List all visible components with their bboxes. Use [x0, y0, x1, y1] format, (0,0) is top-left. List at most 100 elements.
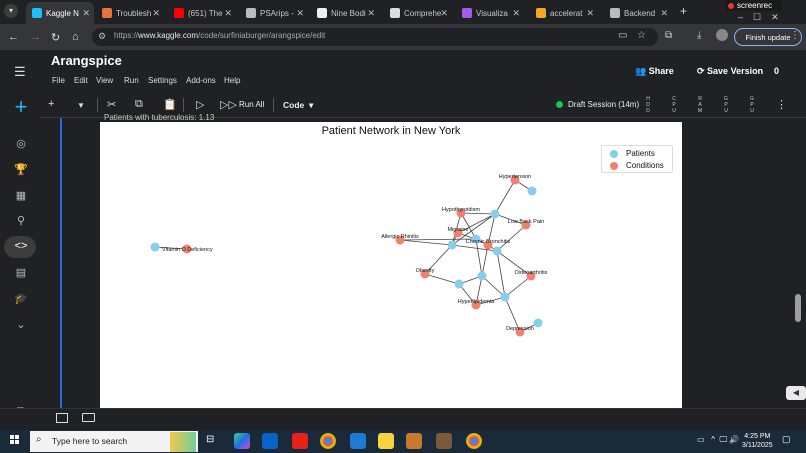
menu-item-run[interactable]: Run [124, 76, 139, 85]
profile-avatar[interactable] [716, 29, 728, 41]
run-all-icon[interactable]: ▷▷ [220, 99, 237, 111]
browser-tab[interactable]: (651) The✕ [168, 2, 236, 24]
tab-close-icon[interactable]: ✕ [586, 7, 594, 18]
url-field[interactable] [92, 28, 658, 46]
vertical-scrollbar[interactable] [795, 294, 801, 322]
more-options-icon[interactable]: ⋮ [776, 99, 787, 111]
bookmark-star-icon[interactable]: ☆ [637, 30, 646, 41]
tab-close-icon[interactable]: ✕ [152, 7, 160, 18]
tab-close-icon[interactable]: ✕ [512, 7, 520, 18]
condition-label: Vitamin D Deficiency [162, 247, 213, 253]
notifications-icon[interactable]: ▢ [782, 434, 791, 444]
browser-tab[interactable]: Kaggle N✕ [26, 2, 94, 24]
graph-edge [424, 244, 453, 275]
browser-tab[interactable]: Backend✕ [604, 2, 672, 24]
tab-close-icon[interactable]: ✕ [660, 7, 668, 18]
resource-meter[interactable]: H D D [646, 96, 650, 114]
cell-type-select[interactable]: Code ▾ [283, 100, 313, 111]
download-icon[interactable]: ⤓ [697, 30, 702, 41]
browser-tab[interactable]: Visualiza✕ [456, 2, 524, 24]
run-cell-icon[interactable]: ▷ [196, 99, 205, 111]
copy-icon[interactable]: ⧉ [135, 98, 143, 110]
notebook-title[interactable]: Arangspice [51, 53, 122, 68]
condition-node [395, 235, 405, 245]
session-status[interactable]: Draft Session (14m) [556, 100, 639, 109]
run-all-button[interactable]: Run All [239, 100, 265, 109]
menu-item-view[interactable]: View [96, 76, 114, 85]
taskbar-search[interactable] [30, 431, 198, 452]
chrome-icon[interactable] [320, 433, 336, 449]
comments-icon[interactable]: ▤ [15, 267, 27, 279]
youtube-icon[interactable] [292, 433, 308, 449]
system-tray[interactable]: ▭ ^ 🖵 🔊 [697, 435, 739, 445]
resource-meter[interactable]: G P U [750, 96, 754, 114]
share-label: Share [648, 66, 674, 76]
menu-item-edit[interactable]: Edit [74, 76, 88, 85]
finish-update-button[interactable]: Finish update [734, 28, 802, 46]
learn-icon[interactable]: 🎓 [14, 293, 28, 305]
site-info-icon[interactable]: ⚙ [98, 31, 107, 41]
copilot-icon[interactable] [234, 433, 250, 449]
menu-item-help[interactable]: Help [224, 76, 241, 85]
cast-icon[interactable]: ▭ [618, 30, 628, 41]
condition-node [510, 175, 520, 185]
new-tab-button[interactable]: + [680, 4, 688, 18]
tab-close-icon[interactable]: ✕ [440, 7, 448, 18]
add-cell-icon[interactable]: + [48, 98, 55, 110]
home-icon[interactable]: ⌂ [72, 31, 79, 43]
resource-meter[interactable]: C P U [672, 96, 676, 114]
browser-menu-icon[interactable]: ⋮ [790, 30, 800, 41]
winrar-icon[interactable] [406, 433, 422, 449]
models-icon[interactable]: ⚲ [16, 215, 26, 227]
console-icon[interactable] [56, 413, 68, 423]
tab-close-icon[interactable]: ✕ [296, 7, 304, 18]
window-controls[interactable]: –☐✕ [738, 12, 789, 22]
trophy-icon[interactable]: 🏆 [14, 164, 28, 176]
share-button[interactable]: 👥 Share [635, 66, 674, 77]
tab-close-icon[interactable]: ✕ [367, 7, 375, 18]
paste-icon[interactable]: 📋 [163, 99, 177, 111]
outlook-icon[interactable] [262, 433, 278, 449]
task-view-icon[interactable]: ⊟ [206, 434, 215, 445]
browser-tab[interactable]: Troublesh✕ [96, 2, 164, 24]
resource-meter[interactable]: G P U [724, 96, 728, 114]
menu-item-file[interactable]: File [52, 76, 65, 85]
chart-title: Patient Network in New York [321, 125, 461, 137]
tab-search-icon[interactable]: ▾ [4, 4, 18, 18]
condition-node [526, 271, 536, 281]
sticky-notes-icon[interactable] [378, 433, 394, 449]
browser-tab[interactable]: Nine Bodi✕ [311, 2, 379, 24]
browser-tab[interactable]: PSArips -✕ [240, 2, 308, 24]
table-icon[interactable]: ▦ [15, 190, 27, 202]
menu-item-settings[interactable]: Settings [148, 76, 177, 85]
save-version-button[interactable]: ⟳ Save Version [697, 66, 763, 77]
app-icon[interactable] [436, 433, 452, 449]
keyboard-icon[interactable] [82, 413, 95, 422]
collapse-panel-button[interactable]: ◀ [786, 386, 806, 400]
windows-start-icon[interactable] [10, 435, 20, 445]
expand-chevron-icon[interactable]: ⌄ [16, 319, 26, 331]
back-arrow-icon[interactable]: ← [8, 31, 19, 43]
code-icon[interactable]: <> [14, 240, 28, 252]
create-plus-icon[interactable]: + [9, 96, 33, 120]
hamburger-menu-icon[interactable]: ☰ [14, 64, 26, 79]
chrome-profile-icon[interactable] [466, 433, 482, 449]
browser-tab[interactable]: Comprehe✕ [384, 2, 452, 24]
url-text[interactable]: https://www.kaggle.com/code/surfiniaburg… [114, 31, 325, 40]
forward-arrow-icon[interactable]: → [30, 31, 41, 43]
extensions-icon[interactable]: ⧉ [665, 30, 673, 41]
url-prefix: https:// [114, 31, 139, 40]
resource-meter[interactable]: R A M [697, 96, 703, 114]
add-cell-dropdown-icon[interactable]: ▼ [77, 101, 85, 110]
menu-item-addons[interactable]: Add-ons [186, 76, 216, 85]
tab-close-icon[interactable]: ✕ [82, 7, 90, 18]
graph-edge [504, 275, 532, 298]
downloads-app-icon[interactable] [350, 433, 366, 449]
cut-icon[interactable]: ✂ [107, 99, 117, 111]
reload-icon[interactable]: ↻ [51, 32, 61, 44]
volume-icon: 🔊 [729, 435, 740, 444]
compass-icon[interactable]: ◎ [16, 138, 26, 150]
browser-tab[interactable]: accelerat✕ [530, 2, 598, 24]
tab-close-icon[interactable]: ✕ [224, 7, 232, 18]
